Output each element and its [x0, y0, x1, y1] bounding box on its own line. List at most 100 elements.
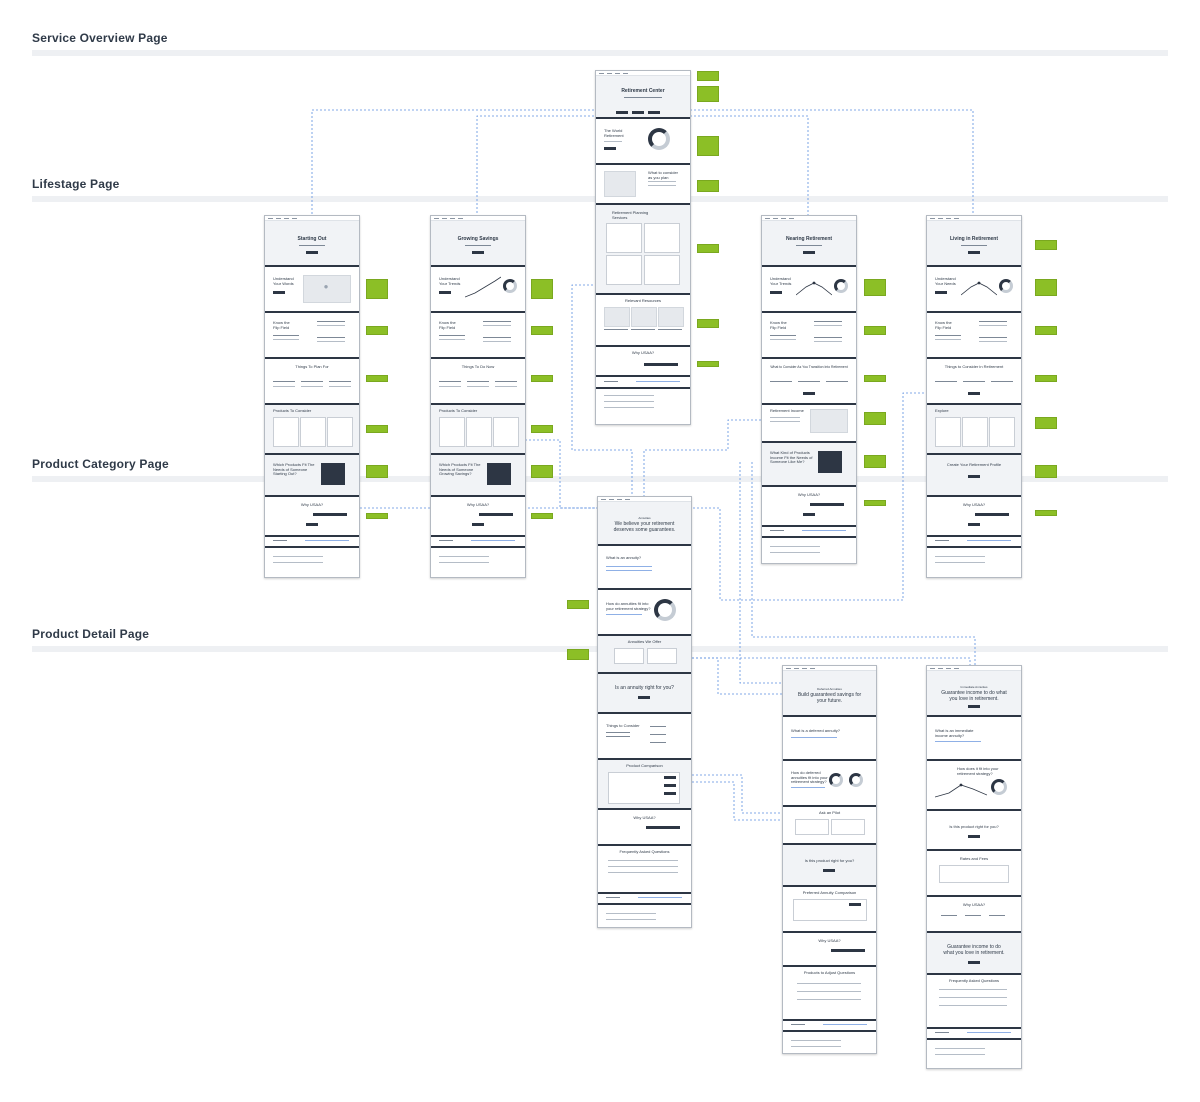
rc-section-why-title: Why USAA?	[631, 350, 655, 355]
ia-hero-title: Guarantee income to do what you love in …	[941, 690, 1007, 702]
rc-service-card-3[interactable]	[606, 255, 642, 285]
pc-section-why: Why USAA?	[598, 810, 691, 846]
so-piggy-image	[303, 275, 351, 303]
da-hero-title: Build guaranteed savings for your future…	[797, 692, 862, 704]
rc-hero-title: Retirement Center	[621, 88, 665, 94]
nr-hero: Nearing Retirement	[762, 221, 856, 267]
pc-right-button[interactable]	[638, 696, 650, 699]
da-hero-eyebrow: Deferred Annuities	[817, 687, 842, 691]
lr-donut-chart	[999, 279, 1013, 293]
so-section-fit: Which Products Fit The Needs of Someone …	[265, 455, 359, 497]
section-title-lifestage: Lifestage Page	[32, 177, 120, 191]
pc-offer-card-1[interactable]	[614, 648, 644, 664]
rc-section-consider-title: What to consider as you plan	[648, 170, 679, 180]
nr-hero-button[interactable]	[803, 251, 815, 254]
gs-calculator-icon	[487, 463, 511, 485]
da-right-button[interactable]	[823, 869, 835, 872]
pc-section-consider: Things to Consider	[598, 714, 691, 760]
annotation-note	[1035, 465, 1057, 478]
gs-section-products-title: Products To Consider	[439, 408, 478, 413]
nr-trends-button[interactable]	[770, 291, 782, 294]
rc-service-card-4[interactable]	[644, 255, 680, 285]
ia-hero-button[interactable]	[968, 705, 980, 708]
connector-center-to-growing-savings	[476, 115, 642, 225]
so-section-products-title: Products To Consider	[273, 408, 312, 413]
so-calculator-icon	[321, 463, 345, 485]
pc-donut-chart	[654, 599, 676, 621]
rc-section-consider: What to consider as you plan	[596, 165, 690, 205]
pc-section-right: Is an annuity right for you?	[598, 674, 691, 714]
annotation-note	[531, 425, 553, 433]
da-pilot-card-1[interactable]	[795, 819, 829, 835]
connector-comparison-to-deferred-2	[676, 781, 785, 821]
pc-section-comparison: Product Comparison	[598, 760, 691, 810]
lr-needs-button[interactable]	[935, 291, 947, 294]
connector-center-to-nearing-retirement	[642, 115, 809, 225]
annotation-note	[697, 136, 719, 156]
rc-hero-button-3[interactable]	[648, 111, 660, 114]
ia-right-button[interactable]	[968, 835, 980, 838]
ia-section-why-title: Why USAA?	[962, 902, 986, 907]
annotation-note	[531, 375, 553, 382]
pc-section-consider-title: Things to Consider	[606, 723, 640, 728]
gs-section-fit: Which Products Fit The Needs of Someone …	[431, 455, 525, 497]
nr-why-button[interactable]	[803, 513, 815, 516]
lr-section-needs: Understand Your Needs	[927, 267, 1021, 313]
da-hero: Deferred Annuities Build guaranteed savi…	[783, 671, 876, 717]
pc-section-offer-title: Annuities We Offer	[627, 639, 662, 644]
gs-hero-button[interactable]	[472, 251, 484, 254]
wireframe-living-in-retirement: Living in Retirement Understand Your Nee…	[926, 215, 1022, 578]
ia-section-right-title: Is this product right for you?	[949, 824, 999, 829]
gs-trends-button[interactable]	[439, 291, 451, 294]
pc-section-fit-title: How do annuities fit into your retiremen…	[606, 601, 651, 611]
rc-hero: Retirement Center	[596, 76, 690, 119]
nr-section-transition: What to Consider As You Transition Into …	[762, 359, 856, 405]
annotation-note	[531, 465, 553, 478]
lr-profile-button[interactable]	[968, 475, 980, 478]
so-why-button[interactable]	[306, 523, 318, 526]
lr-hero-button[interactable]	[968, 251, 980, 254]
annotation-note	[1035, 240, 1057, 250]
annotation-note	[366, 465, 388, 478]
da-section-pilot-title: Ask an Pilot	[818, 810, 841, 815]
so-words-button[interactable]	[273, 291, 285, 294]
rc-service-card-1[interactable]	[606, 223, 642, 253]
annotation-note	[366, 375, 388, 382]
nr-transition-button[interactable]	[803, 392, 815, 395]
lr-why-button[interactable]	[968, 523, 980, 526]
section-title-product-category: Product Category Page	[32, 457, 169, 471]
ia-section-fit: How does it fit into your retirement str…	[927, 761, 1021, 811]
pc-hero-title: We believe your retirement deserves some…	[613, 521, 676, 533]
ia-guarantee-button[interactable]	[968, 961, 980, 964]
gs-why-button[interactable]	[472, 523, 484, 526]
annotation-note	[1035, 417, 1057, 429]
pc-section-what-title: What is an annuity?	[606, 555, 642, 560]
da-section-fit-title: How do deferred annuities fit into your …	[791, 770, 828, 785]
pc-compare-button-2[interactable]	[664, 784, 676, 787]
pc-compare-button-3[interactable]	[664, 792, 676, 795]
annotation-note	[1035, 375, 1057, 382]
da-section-what-title: What is a deferred annuity?	[791, 728, 840, 733]
ia-section-why: Why USAA?	[927, 897, 1021, 933]
annotation-note	[864, 326, 886, 335]
lr-section-flip-title: Know the Flip Field	[935, 320, 952, 330]
gs-footer	[431, 548, 525, 577]
pc-offer-card-2[interactable]	[647, 648, 677, 664]
rc-service-card-2[interactable]	[644, 223, 680, 253]
rc-image-placeholder	[604, 171, 636, 197]
annotation-note	[864, 455, 886, 468]
pc-compare-button-1[interactable]	[664, 776, 676, 779]
rc-world-button[interactable]	[604, 147, 616, 150]
rc-donut-chart	[648, 128, 670, 150]
da-pilot-card-2[interactable]	[831, 819, 865, 835]
rc-hero-button-1[interactable]	[616, 111, 628, 114]
so-hero-button[interactable]	[306, 251, 318, 254]
lr-consider-button[interactable]	[968, 392, 980, 395]
rc-hero-button-2[interactable]	[632, 111, 644, 114]
wireframe-deferred-annuity: Deferred Annuities Build guaranteed savi…	[782, 665, 877, 1054]
da-footer	[783, 1032, 876, 1053]
da-compare-button[interactable]	[849, 903, 861, 906]
connector-nearing-to-category	[643, 419, 785, 508]
da-section-what: What is a deferred annuity?	[783, 717, 876, 761]
lr-section-why-title: Why USAA?	[962, 502, 986, 507]
